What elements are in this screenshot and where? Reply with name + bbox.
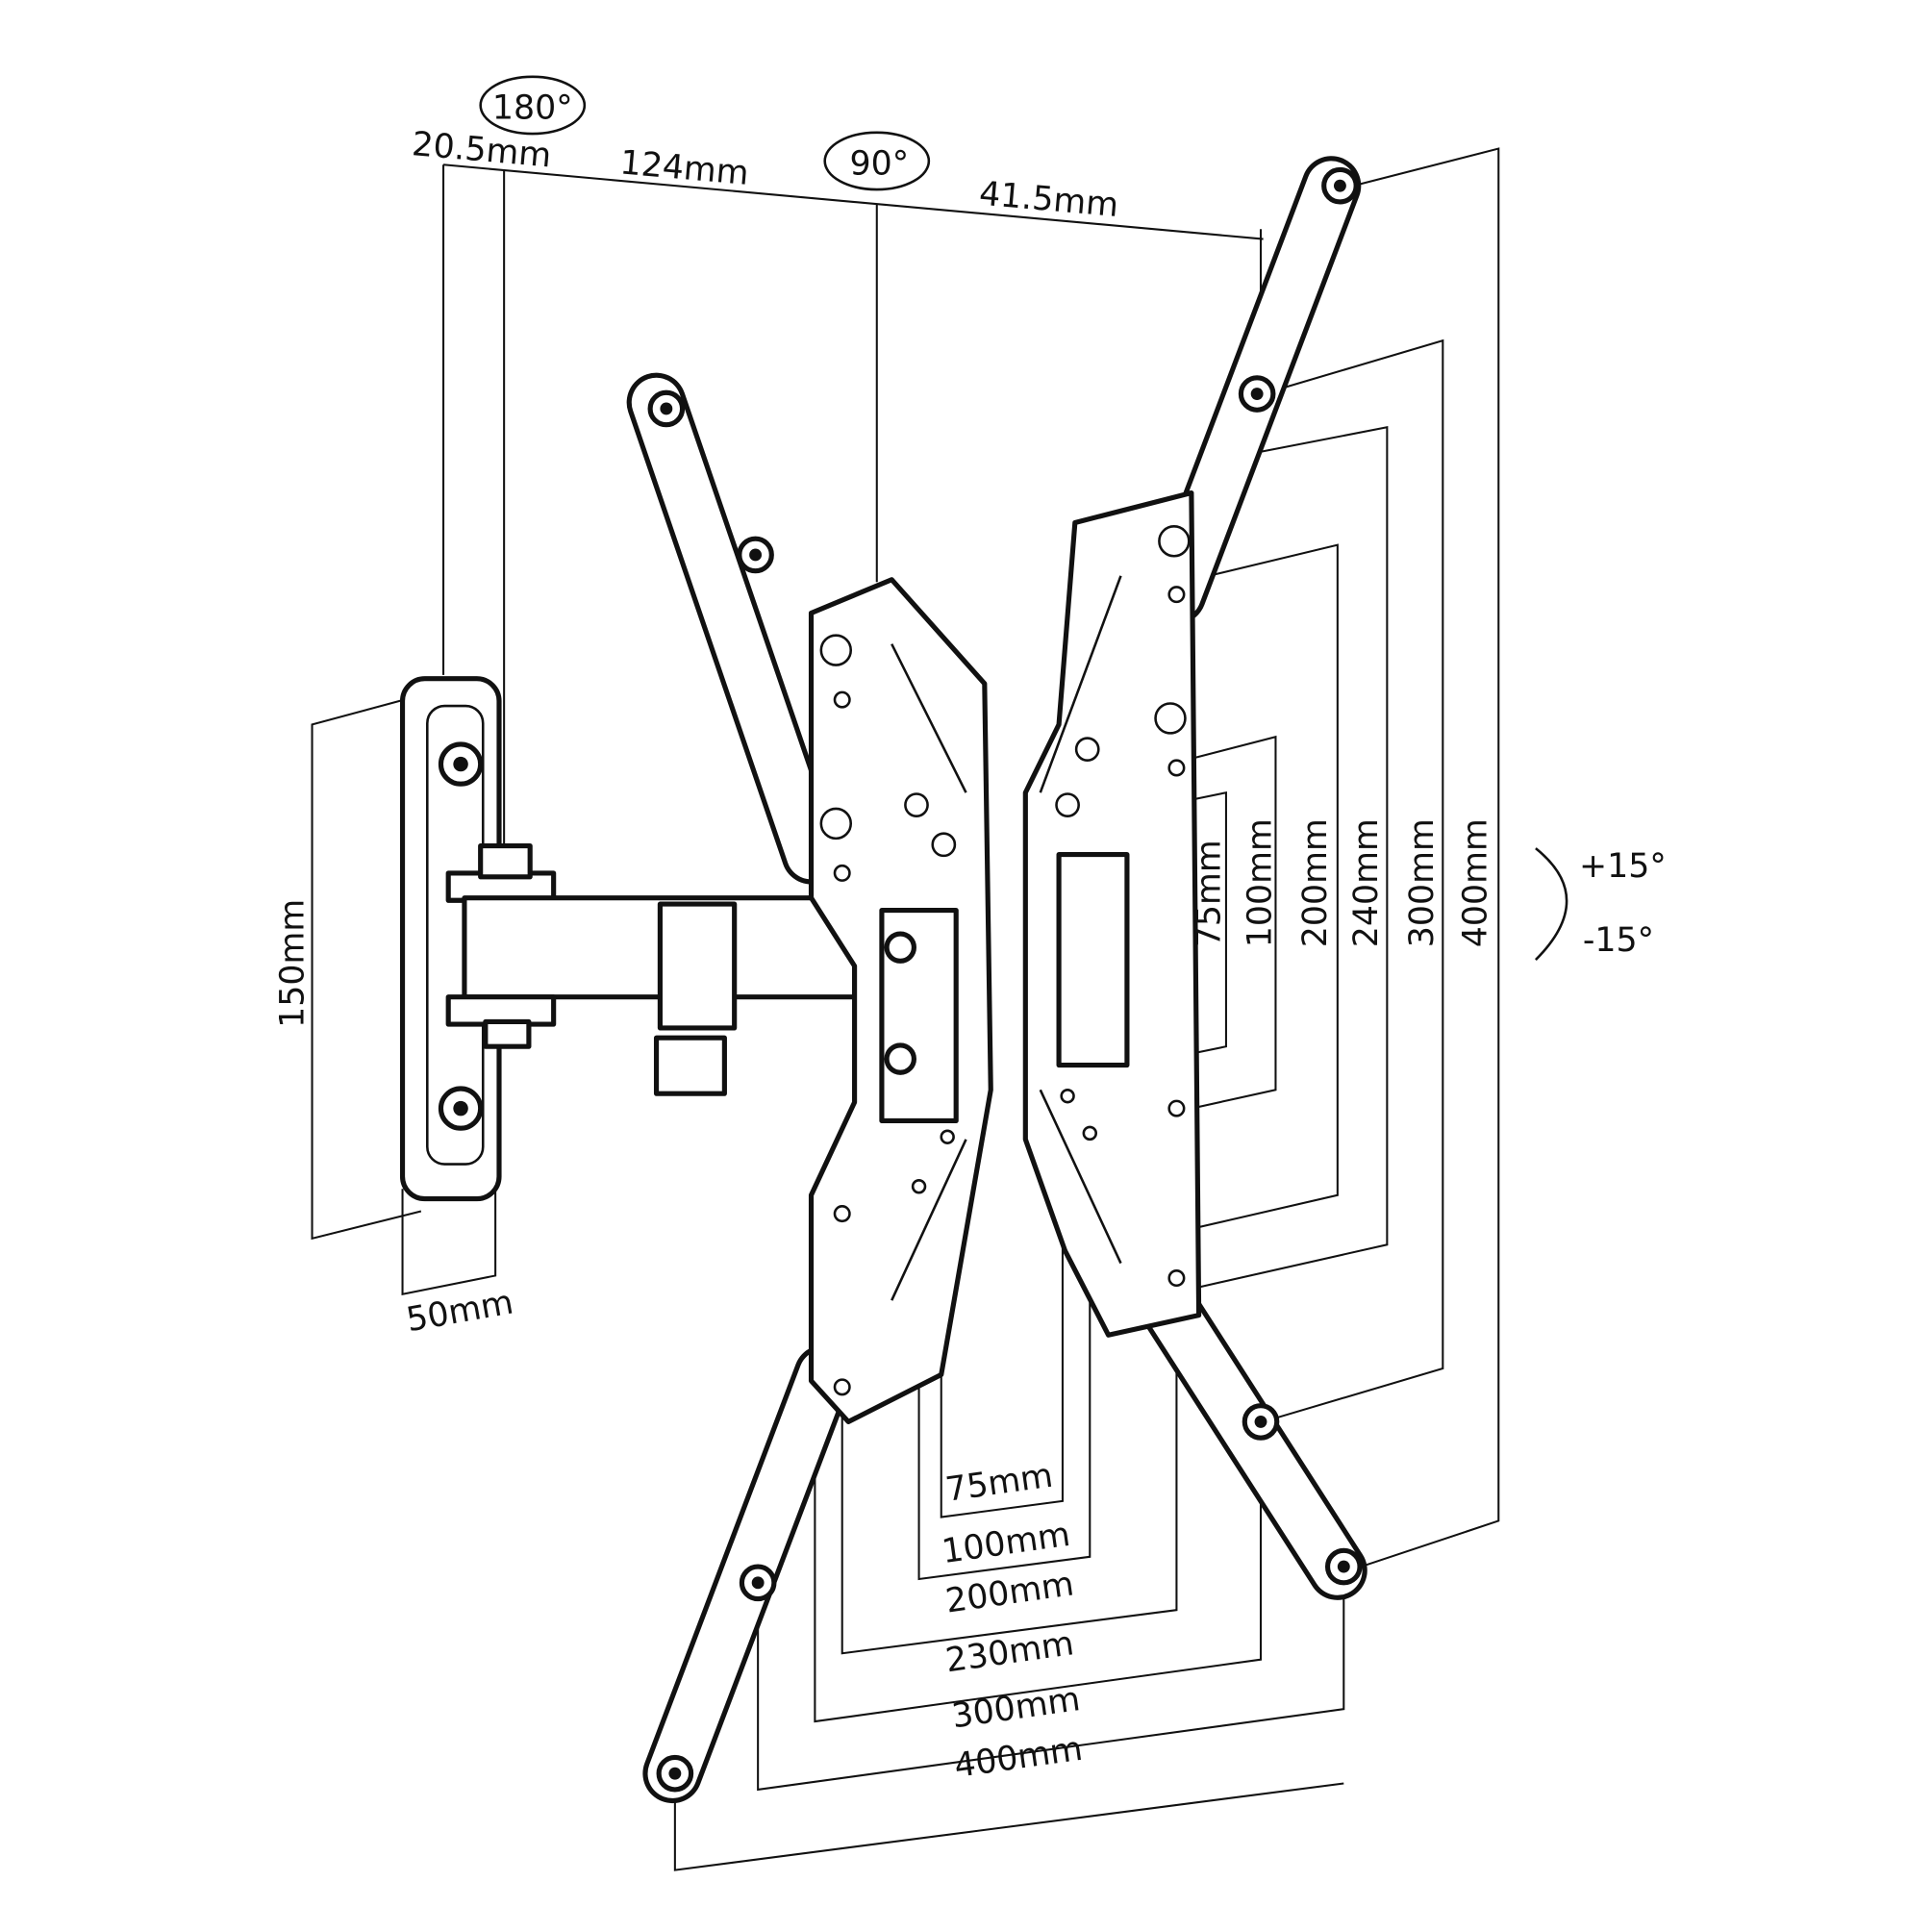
swivel-180-label: 180° (492, 89, 573, 128)
swivel-90-label: 90° (850, 145, 910, 184)
offset-b-label: 41.5mm (978, 175, 1120, 225)
vesa-vertical-label: 100mm (1241, 818, 1279, 947)
vesa-vertical-label: 400mm (1456, 818, 1494, 947)
vesa-vertical-label: 75mm (1191, 840, 1229, 947)
vesa-horizontal-label: 400mm (952, 1730, 1085, 1786)
vesa-plates (808, 489, 1202, 1424)
vesa-horizontal-label: 75mm (943, 1457, 1055, 1510)
swivel-180-badge (479, 75, 587, 136)
vesa-vertical-label: 200mm (1296, 818, 1335, 947)
vesa-vertical-label: 300mm (1403, 818, 1442, 947)
vesa-horizontal-label: 100mm (940, 1516, 1072, 1571)
wall-plate-width-label: 50mm (404, 1283, 516, 1340)
vesa-vertical-labels: 75mm 100mm 200mm 240mm 300mm 400mm (1191, 818, 1495, 947)
vesa-horizontal-labels: 75mm 100mm 200mm 230mm 300mm 400mm (940, 1457, 1085, 1786)
vesa-horizontal-label: 300mm (949, 1680, 1082, 1736)
arm-length-label: 124mm (618, 143, 750, 193)
swivel-90-badge (823, 131, 931, 191)
wall-plate (399, 676, 502, 1202)
vesa-vertical-label: 240mm (1347, 818, 1386, 947)
tilt-arrow-icon (1534, 847, 1568, 961)
tilt-up-label: +15° (1579, 847, 1667, 886)
swing-arm (445, 843, 858, 1096)
vesa-plate-holes (819, 525, 1191, 1396)
wall-plate-dimension-lines (311, 692, 497, 1296)
tilt-down-label: -15° (1583, 921, 1654, 960)
arm-screw-holes (647, 166, 1363, 1793)
vesa-horizontal-label: 230mm (943, 1624, 1076, 1680)
wall-plate-height-label: 150mm (274, 899, 313, 1028)
